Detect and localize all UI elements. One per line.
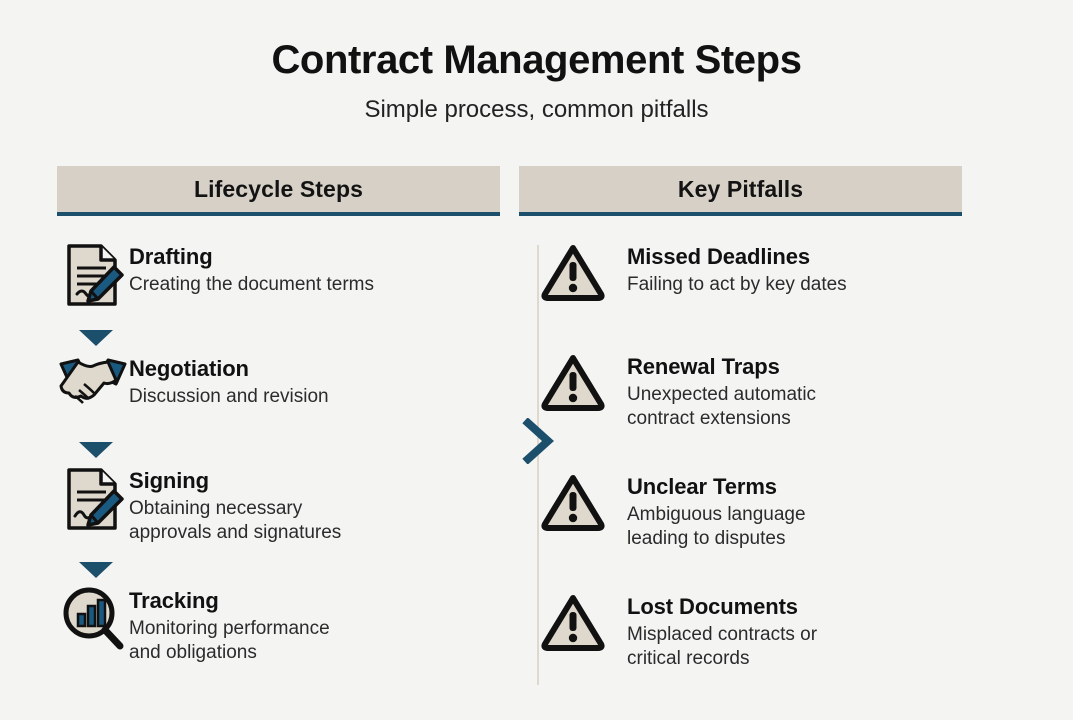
list-item-negotiation[interactable]: Negotiation Discussion and revision <box>57 352 500 464</box>
page-title: Contract Management Steps <box>271 38 802 82</box>
list-item-text: Negotiation Discussion and revision <box>129 352 329 409</box>
lifecycle-items-list: Drafting Creating the document terms <box>57 240 500 696</box>
list-item-title: Unclear Terms <box>627 474 777 499</box>
list-item-lost-documents[interactable]: Lost Documents Misplaced contracts or cr… <box>519 590 962 710</box>
magnifier-chart-icon <box>57 584 129 652</box>
list-item-desc: Monitoring performance and obligations <box>129 618 330 664</box>
chevron-right-icon-middle <box>520 417 556 465</box>
list-item-text: Lost Documents Misplaced contracts or cr… <box>627 590 817 671</box>
list-item-title: Negotiation <box>129 356 249 381</box>
list-item-text: Missed Deadlines Failing to act by key d… <box>627 240 847 297</box>
column-lifecycle-steps: Lifecycle Steps <box>57 166 500 696</box>
center-divider <box>537 245 539 685</box>
down-arrow-connector <box>79 562 113 578</box>
list-item-renewal-traps[interactable]: Renewal Traps Unexpected automatic contr… <box>519 350 962 470</box>
page-subtitle: Simple process, common pitfalls <box>364 96 709 123</box>
list-item-text: Signing Obtaining necessary approvals an… <box>129 464 341 545</box>
list-item-drafting[interactable]: Drafting Creating the document terms <box>57 240 500 352</box>
pitfalls-items-list: Missed Deadlines Failing to act by key d… <box>519 240 962 710</box>
section-header-lifecycle: Lifecycle Steps <box>57 166 500 216</box>
columns-wrapper: Lifecycle Steps <box>0 166 1073 710</box>
list-item-missed-deadlines[interactable]: Missed Deadlines Failing to act by key d… <box>519 240 962 350</box>
list-item-text: Unclear Terms Ambiguous language leading… <box>627 470 806 551</box>
section-header-label-pitfalls: Key Pitfalls <box>677 175 804 202</box>
warning-triangle-icon <box>519 590 627 652</box>
document-signature-icon <box>57 464 129 532</box>
list-item-desc: Creating the document terms <box>129 274 375 296</box>
list-item-text: Tracking Monitoring performance and obli… <box>129 584 330 665</box>
list-item-title: Lost Documents <box>627 594 798 619</box>
list-item-tracking[interactable]: Tracking Monitoring performance and obli… <box>57 584 500 696</box>
list-item-desc: Obtaining necessary approvals and signat… <box>129 498 342 544</box>
down-arrow-connector <box>79 442 113 458</box>
warning-triangle-icon <box>519 240 627 302</box>
handshake-icon <box>57 352 129 410</box>
list-item-title: Missed Deadlines <box>627 244 811 269</box>
list-item-unclear-terms[interactable]: Unclear Terms Ambiguous language leading… <box>519 470 962 590</box>
list-item-desc: Misplaced contracts or critical records <box>627 624 818 670</box>
column-key-pitfalls: Key Pitfalls Missed Deadlines Failing to… <box>519 166 962 710</box>
list-item-desc: Failing to act by key dates <box>627 274 847 296</box>
list-item-desc: Ambiguous language leading to disputes <box>627 504 806 550</box>
warning-triangle-icon <box>519 350 627 412</box>
list-item-desc: Discussion and revision <box>129 386 329 408</box>
section-header-pitfalls: Key Pitfalls <box>519 166 962 216</box>
warning-triangle-icon <box>519 470 627 532</box>
list-item-text: Renewal Traps Unexpected automatic contr… <box>627 350 816 431</box>
document-pencil-icon <box>57 240 129 308</box>
list-item-title: Renewal Traps <box>627 354 780 379</box>
list-item-text: Drafting Creating the document terms <box>129 240 374 297</box>
list-item-title: Tracking <box>129 588 219 613</box>
section-header-label-lifecycle: Lifecycle Steps <box>194 175 363 202</box>
list-item-title: Signing <box>129 468 209 493</box>
down-arrow-connector <box>79 330 113 346</box>
list-item-signing[interactable]: Signing Obtaining necessary approvals an… <box>57 464 500 584</box>
list-item-desc: Unexpected automatic contract extensions <box>627 384 817 430</box>
list-item-title: Drafting <box>129 244 213 269</box>
title-block: Contract Management Steps Simple process… <box>0 0 1073 124</box>
